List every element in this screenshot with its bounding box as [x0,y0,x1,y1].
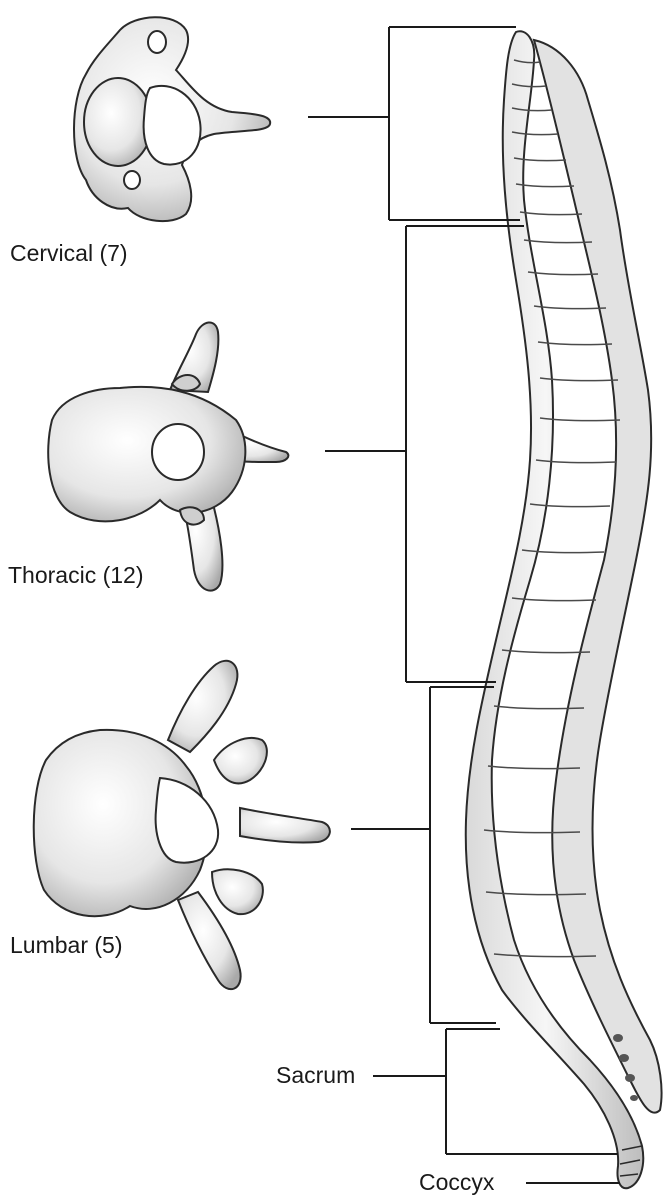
coccyx-label: Coccyx [419,1171,494,1194]
thoracic-label: Thoracic (12) [8,564,143,587]
cervical-label: Cervical (7) [10,242,128,265]
cervical-bracket [308,27,520,220]
spinal-column-illustration [466,31,662,1188]
sacrum-bracket [373,1029,618,1154]
thoracic-vertebra-illustration [48,322,288,590]
sacrum-label: Sacrum [276,1064,355,1087]
cervical-vertebra-illustration [74,17,270,221]
thoracic-bracket [325,226,524,682]
lumbar-label: Lumbar (5) [10,934,122,957]
